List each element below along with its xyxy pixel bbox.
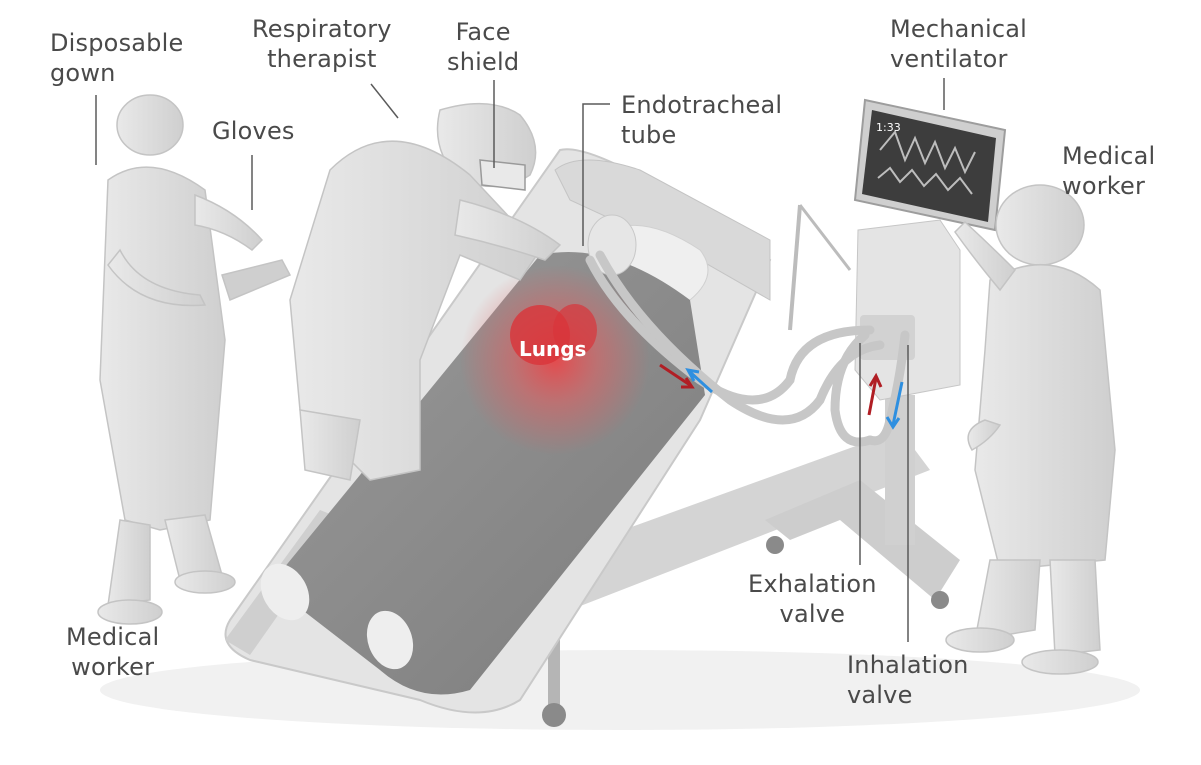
label-disposable-gown: Disposable gown [50, 29, 184, 87]
label-face-shield: Face shield [447, 18, 520, 76]
leader-lines [95, 78, 945, 642]
inhale-arrow-valve [891, 381, 904, 426]
iv-pole [788, 204, 852, 331]
label-gloves: Gloves [212, 117, 295, 145]
medical-worker-left-figure [97, 94, 292, 625]
respiratory-therapist-figure [289, 102, 562, 481]
label-medical-worker-left: Medical worker [66, 623, 160, 681]
inhale-arrow-tube [688, 370, 714, 394]
flow-arrows [659, 363, 904, 430]
label-inhalation-valve: Inhalation valve [847, 651, 969, 709]
label-lungs: Lungs [519, 337, 587, 361]
label-exhalation-valve: Exhalation valve [748, 570, 877, 628]
exhale-arrow-tube [659, 363, 691, 387]
leader-respiratory-therapist [370, 83, 399, 119]
medical-worker-right-figure [945, 184, 1116, 675]
hospital-bed [224, 148, 930, 727]
label-mechanical-ventilator: Mechanical ventilator [890, 15, 1028, 73]
leader-endotracheal-tube [582, 103, 610, 246]
label-medical-worker-right: Medical worker [1062, 142, 1156, 200]
label-respiratory-therapist: Respiratory therapist [252, 15, 392, 73]
ventilator-screen-readout: 1:33 [876, 121, 901, 134]
exhale-arrow-valve [867, 377, 878, 416]
label-endotracheal-tube: Endotracheal tube [621, 91, 783, 149]
